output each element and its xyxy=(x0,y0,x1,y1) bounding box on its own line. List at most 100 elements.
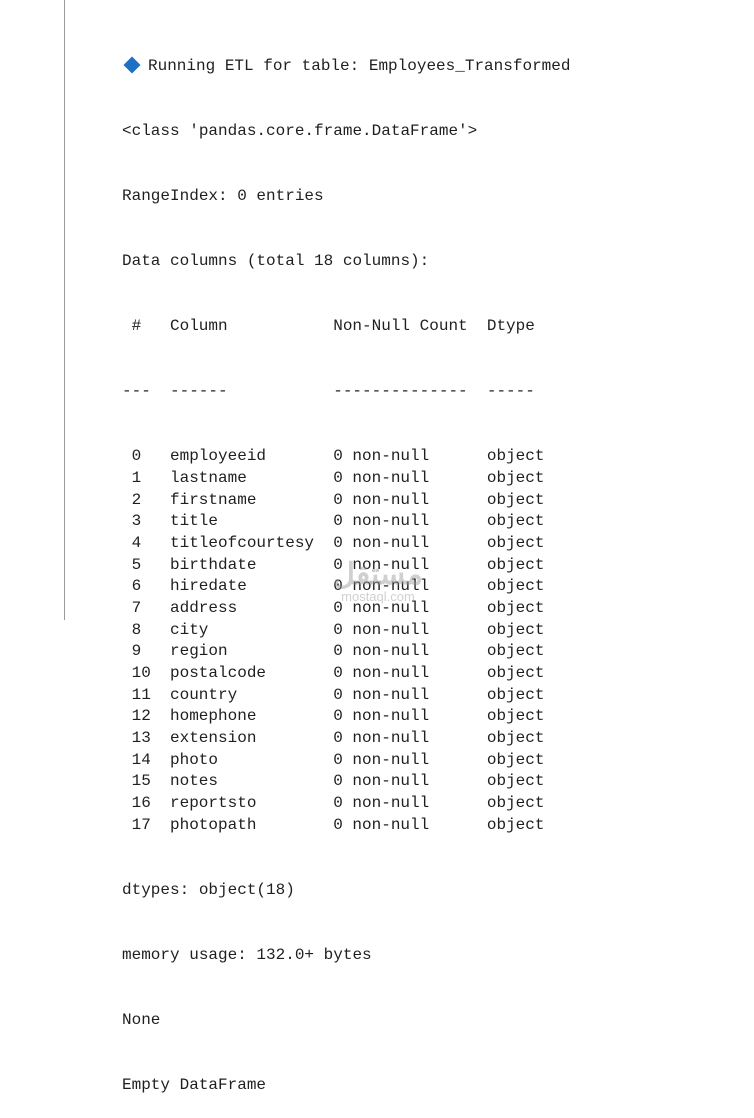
table-separator-row: ---------------------------- xyxy=(122,381,570,403)
row-idx: 3 xyxy=(131,512,142,531)
row-idx: 9 xyxy=(131,642,142,661)
row-non-null: 0 non-null xyxy=(333,728,430,747)
row-idx: 15 xyxy=(131,772,151,791)
row-non-null: 0 non-null xyxy=(333,512,430,531)
table-row: 1 lastname 0 non-null object xyxy=(122,468,570,490)
row-column: postalcode xyxy=(170,663,267,682)
row-idx: 2 xyxy=(131,490,142,509)
row-column: homephone xyxy=(170,707,257,726)
row-column: extension xyxy=(170,728,257,747)
row-idx: 6 xyxy=(131,577,142,596)
row-column: employeeid xyxy=(170,447,267,466)
table-row: 14 photo 0 non-null object xyxy=(122,750,570,772)
row-dtype: object xyxy=(486,447,545,466)
row-dtype: object xyxy=(486,469,545,487)
row-idx: 14 xyxy=(131,750,151,769)
row-column: hiredate xyxy=(170,577,247,596)
row-idx: 5 xyxy=(131,555,142,574)
row-column: reportsto xyxy=(170,793,257,812)
row-non-null: 0 non-null xyxy=(333,750,430,769)
row-dtype: object xyxy=(486,707,545,726)
row-non-null: 0 non-null xyxy=(333,598,430,617)
row-column: city xyxy=(170,620,209,639)
row-non-null: 0 non-null xyxy=(333,707,430,726)
cell-output: Running ETL for table: Employees_Transfo… xyxy=(122,13,570,1118)
row-non-null: 0 non-null xyxy=(333,490,430,509)
row-non-null: 0 non-null xyxy=(333,685,430,704)
row-column: region xyxy=(170,642,228,661)
table-rows: 0 employeeid 0 non-null object 1 lastname 0 no… xyxy=(122,446,570,836)
class-line: <class 'pandas.core.frame.DataFrame'> xyxy=(122,122,478,141)
row-column: address xyxy=(170,598,238,617)
row-idx: 8 xyxy=(131,620,142,639)
row-dtype: object xyxy=(486,512,545,531)
table-row: 12 homephone 0 non-null object xyxy=(122,706,570,728)
row-idx: 0 xyxy=(131,447,142,466)
row-column: title xyxy=(170,512,219,531)
none-line: None xyxy=(122,1010,161,1029)
row-dtype: object xyxy=(486,772,545,791)
row-dtype: object xyxy=(486,533,545,552)
table-row: 15 notes 0 non-null object xyxy=(122,771,570,793)
memory-line: memory usage: 132.0+ bytes xyxy=(122,945,372,964)
row-non-null: 0 non-null xyxy=(333,663,430,682)
row-non-null: 0 non-null xyxy=(333,447,430,466)
row-dtype: object xyxy=(486,490,545,509)
row-column: photo xyxy=(170,750,219,769)
row-idx: 12 xyxy=(131,707,151,726)
row-non-null: 0 non-null xyxy=(333,469,430,487)
row-non-null: 0 non-null xyxy=(333,642,430,661)
row-dtype: object xyxy=(486,815,545,834)
table-row: 10 postalcode 0 non-null object xyxy=(122,663,570,685)
row-non-null: 0 non-null xyxy=(333,620,430,639)
table-row: 7 address 0 non-null object xyxy=(122,598,570,620)
table-row: 3 title 0 non-null object xyxy=(122,511,570,533)
row-dtype: object xyxy=(486,642,545,661)
row-idx: 13 xyxy=(131,728,151,747)
data-columns-line: Data columns (total 18 columns): xyxy=(122,252,430,271)
row-idx: 17 xyxy=(131,815,151,834)
row-non-null: 0 non-null xyxy=(333,772,430,791)
row-idx: 16 xyxy=(131,793,151,812)
row-dtype: object xyxy=(486,598,545,617)
table-row: 16 reportsto 0 non-null object xyxy=(122,793,570,815)
header-column: Column xyxy=(170,317,228,336)
row-non-null: 0 non-null xyxy=(333,555,430,574)
header-dtype: Dtype xyxy=(486,317,535,336)
row-dtype: object xyxy=(486,750,545,769)
row-non-null: 0 non-null xyxy=(333,577,430,596)
row-dtype: object xyxy=(486,793,545,812)
table-row: 2 firstname 0 non-null object xyxy=(122,490,570,512)
table-row: 9 region 0 non-null object xyxy=(122,641,570,663)
row-dtype: object xyxy=(486,663,545,682)
row-dtype: object xyxy=(486,577,545,596)
cell-left-border xyxy=(64,0,65,620)
empty-dataframe-line: Empty DataFrame xyxy=(122,1075,267,1094)
sep-column: ------ xyxy=(170,382,228,401)
row-column: notes xyxy=(170,772,219,791)
row-idx: 4 xyxy=(131,533,142,552)
row-non-null: 0 non-null xyxy=(333,815,430,834)
row-non-null: 0 non-null xyxy=(333,533,430,552)
row-idx: 10 xyxy=(131,663,151,682)
etl-header-text: Running ETL for table: Employees_Transfo… xyxy=(148,57,571,76)
sep-dtype: ----- xyxy=(486,382,535,401)
row-dtype: object xyxy=(486,555,545,574)
sep-idx: --- xyxy=(122,382,151,401)
row-dtype: object xyxy=(486,685,545,704)
row-dtype: object xyxy=(486,620,545,639)
row-idx: 7 xyxy=(131,598,142,617)
row-non-null: 0 non-null xyxy=(333,793,430,812)
table-row: 8 city 0 non-null object xyxy=(122,620,570,642)
table-row: 0 employeeid 0 non-null object xyxy=(122,446,570,468)
table-row: 6 hiredate 0 non-null object xyxy=(122,576,570,598)
row-column: firstname xyxy=(170,490,257,509)
row-idx: 1 xyxy=(131,469,142,487)
row-column: lastname xyxy=(170,469,247,487)
